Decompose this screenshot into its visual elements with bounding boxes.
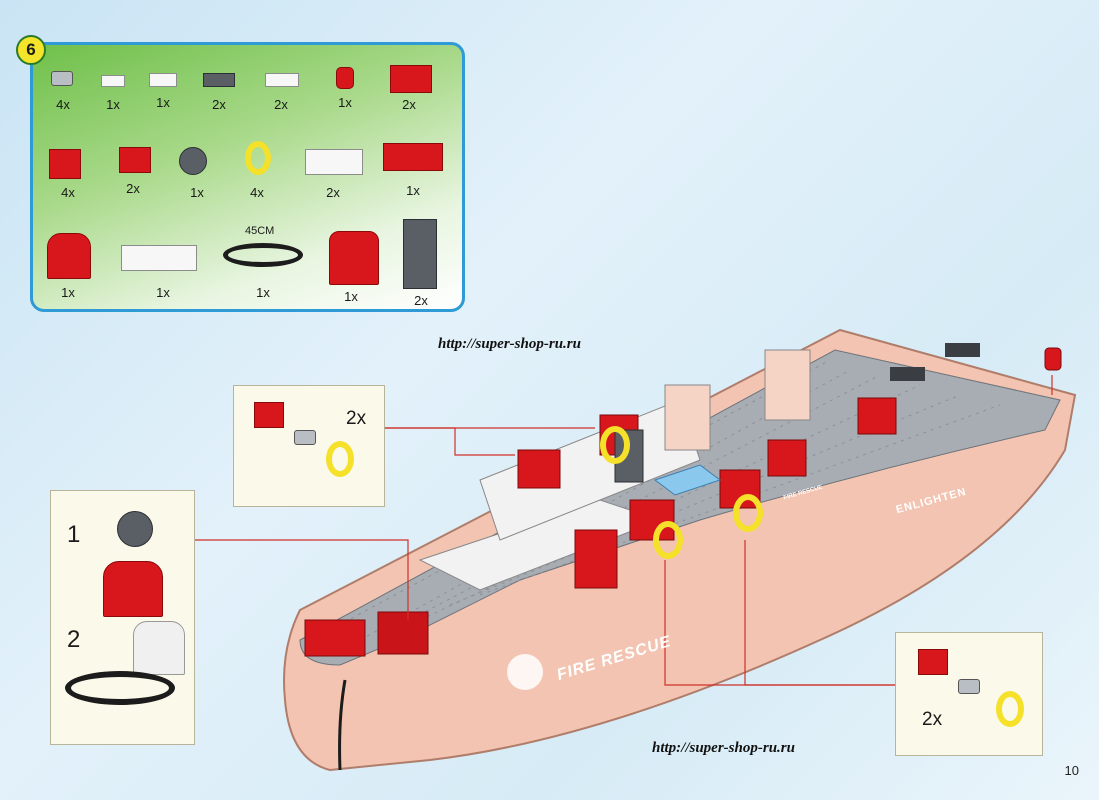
part-qty: 4x xyxy=(250,185,264,200)
gray-pin-icon xyxy=(51,71,73,86)
red-brick-1x4-icon xyxy=(383,143,443,171)
black-rubber-band-icon xyxy=(223,243,303,267)
step-number-badge: 6 xyxy=(16,35,46,65)
red-winch-base-icon xyxy=(103,561,163,617)
part-qty: 1x xyxy=(61,285,75,300)
red-brick-2x2-icon xyxy=(390,65,432,93)
white-brick-1x6-icon xyxy=(121,245,197,271)
watermark-url-top: http://super-shop-ru.ru xyxy=(438,336,581,352)
substep-2-label: 2 xyxy=(67,626,81,653)
part-qty: 1x xyxy=(256,285,270,300)
part-qty: 2x xyxy=(326,185,340,200)
dark-gray-wheel-icon xyxy=(117,511,153,547)
red-technic-brick-icon xyxy=(254,402,284,428)
yellow-lifebuoy-icon xyxy=(326,441,354,477)
part-qty: 2x xyxy=(126,181,140,196)
white-plate-1x2-icon xyxy=(101,75,125,87)
red-round-brick-icon xyxy=(336,67,354,89)
watermark-url-bottom: http://super-shop-ru.ru xyxy=(652,740,795,756)
red-slope-brick-icon xyxy=(329,231,379,285)
red-winch-base-icon xyxy=(47,233,91,279)
gray-pin-icon xyxy=(958,679,980,694)
callout-qty: 2x xyxy=(346,408,367,429)
callout-lifebuoy-attach-top: 2x xyxy=(233,385,385,507)
part-qty: 1x xyxy=(156,285,170,300)
page-number: 10 xyxy=(1064,763,1079,778)
dark-gray-wheel-icon xyxy=(179,147,207,175)
part-qty: 1x xyxy=(338,95,352,110)
white-brick-1x4-icon xyxy=(305,149,363,175)
part-qty: 2x xyxy=(414,293,428,308)
dark-gray-panel-icon xyxy=(403,219,437,289)
part-qty: 2x xyxy=(212,97,226,112)
callout-lifebuoy-attach-bottom: 2x xyxy=(895,632,1043,756)
part-qty: 2x xyxy=(274,97,288,112)
parts-list-panel: 4x 1x 1x 2x 2x 1x 2x 4x 2x 1x 4x 2x 1x 1… xyxy=(30,42,465,312)
red-technic-brick-icon xyxy=(49,149,81,179)
part-qty: 4x xyxy=(56,97,70,112)
gray-pin-icon xyxy=(294,430,316,445)
black-rubber-band-icon xyxy=(65,671,175,705)
yellow-lifebuoy-icon xyxy=(996,691,1024,727)
red-grille-brick-icon xyxy=(119,147,151,173)
callout-qty: 2x xyxy=(922,709,943,730)
callout-winch-assembly: 1 2 xyxy=(50,490,195,745)
yellow-lifebuoy-icon xyxy=(245,141,271,175)
white-plate-1x4-icon xyxy=(265,73,299,87)
dark-gray-plate-icon xyxy=(203,73,235,87)
substep-1-label: 1 xyxy=(67,521,81,548)
part-qty: 2x xyxy=(402,97,416,112)
red-technic-brick-icon xyxy=(918,649,948,675)
part-qty: 1x xyxy=(344,289,358,304)
part-qty: 1x xyxy=(106,97,120,112)
part-qty: 1x xyxy=(190,185,204,200)
rubber-band-length: 45CM xyxy=(245,225,275,237)
part-qty: 1x xyxy=(406,183,420,198)
winch-assembled-icon xyxy=(133,621,185,675)
white-clip-plate-icon xyxy=(149,73,177,87)
part-qty: 1x xyxy=(156,95,170,110)
part-qty: 4x xyxy=(61,185,75,200)
